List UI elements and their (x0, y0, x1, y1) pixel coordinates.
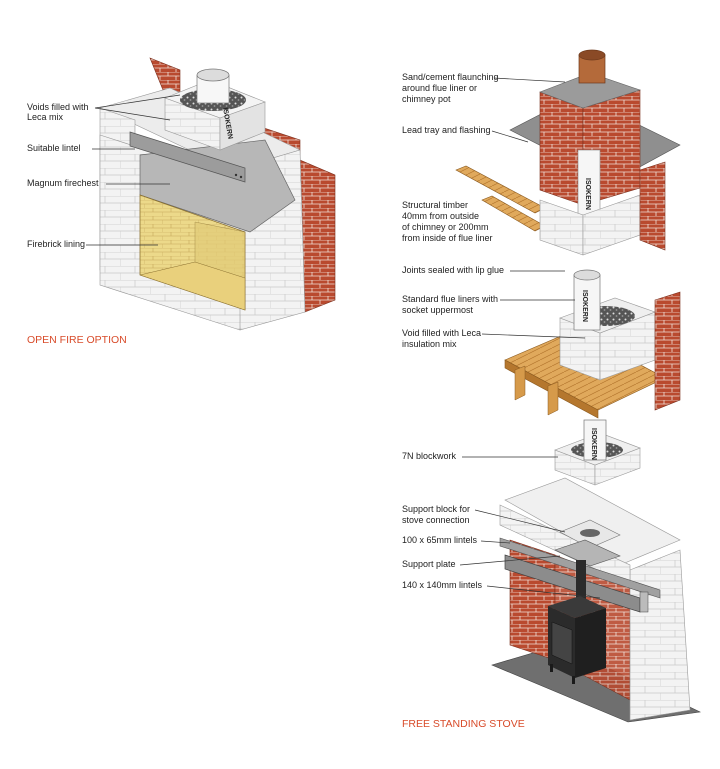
label-line: Leca mix (27, 112, 64, 122)
stove-door (551, 621, 573, 665)
leader-support-plate (459, 555, 561, 566)
leader-lead-tray (491, 130, 529, 143)
label-support-plate: Support plate (402, 559, 456, 569)
stove-side (575, 608, 606, 678)
lintel-end-cap (639, 591, 649, 613)
support-block-hole (580, 529, 600, 537)
chimney-pot-top (578, 49, 606, 61)
label-line: Sand/cement flaunching (402, 72, 499, 82)
label-line: chimney pot (402, 94, 451, 104)
chimney-brick-left (539, 91, 584, 206)
stove-chamber-illustration (491, 477, 702, 723)
floor-joist (514, 365, 526, 401)
chimney-stack-illustration: ISOKERN (455, 49, 681, 256)
standard-flue-liner (573, 274, 601, 331)
chimney-flaunching (539, 72, 641, 109)
label-magnum-firechest: Magnum firechest (27, 178, 99, 188)
open-fire-illustration: ISOKERN (99, 57, 336, 331)
leader-100x65 (480, 540, 511, 544)
label-line: Support block for (402, 504, 470, 514)
steel-lintel (129, 131, 246, 183)
label-joints-sealed: Joints sealed with lip glue (402, 265, 504, 275)
label-100x65-lintels: 100 x 65mm lintels (402, 535, 478, 545)
label-line: Void filled with Leca (402, 328, 481, 338)
lintel-bolt (234, 173, 238, 177)
caption-open-fire: OPEN FIRE OPTION (27, 334, 127, 346)
label-line: Voids filled with (27, 102, 89, 112)
stove-leg (572, 676, 575, 684)
lintel-bolt (239, 175, 243, 179)
label-140x140-lintels: 140 x 140mm lintels (402, 580, 483, 590)
label-lead-tray: Lead tray and flashing (402, 125, 491, 135)
caption-free-standing-stove: FREE STANDING STOVE (402, 718, 525, 730)
liner-text: ISOKERN (584, 178, 591, 210)
firebrick-floor (139, 261, 246, 311)
label-line: around flue liner or (402, 83, 477, 93)
leader-support-block (474, 509, 566, 533)
lower-flue-liner (583, 419, 607, 461)
label-line: Standard flue liners with (402, 294, 498, 304)
chimney-block-side (219, 101, 266, 151)
label-line: Structural timber (402, 200, 468, 210)
liner-text: ISOKERN (581, 290, 588, 322)
leader-140x140 (486, 585, 601, 599)
label-firebrick-lining: Firebrick lining (27, 239, 85, 249)
flue-floor-illustration: ISOKERN ISOKERN (504, 269, 681, 486)
label-line: from inside of flue liner (402, 233, 493, 243)
leader-voids (94, 94, 181, 121)
label-suitable-lintel: Suitable lintel (27, 143, 81, 153)
chamber-block-right (629, 549, 691, 721)
label-line: insulation mix (402, 339, 457, 349)
floor-joist (547, 381, 559, 416)
leader-void (481, 333, 586, 339)
side-brick-wall (639, 161, 666, 251)
firechest-hood (139, 139, 296, 233)
flue-liner-top (196, 68, 230, 82)
label-line: socket uppermost (402, 305, 474, 315)
stove-pipe (576, 560, 586, 602)
label-7n-blockwork: 7N blockwork (402, 451, 457, 461)
liner-top-opening (573, 269, 601, 281)
lower-block-left (539, 199, 584, 256)
floor-side-brick (654, 291, 681, 411)
label-line: stove connection (402, 515, 470, 525)
stove-leg (550, 664, 553, 672)
liner-text: ISOKERN (590, 428, 597, 460)
label-line: 40mm from outside (402, 211, 479, 221)
leader-flaunching (493, 77, 566, 83)
stove-top (548, 596, 606, 618)
label-line: of chimney or 200mm (402, 222, 489, 232)
